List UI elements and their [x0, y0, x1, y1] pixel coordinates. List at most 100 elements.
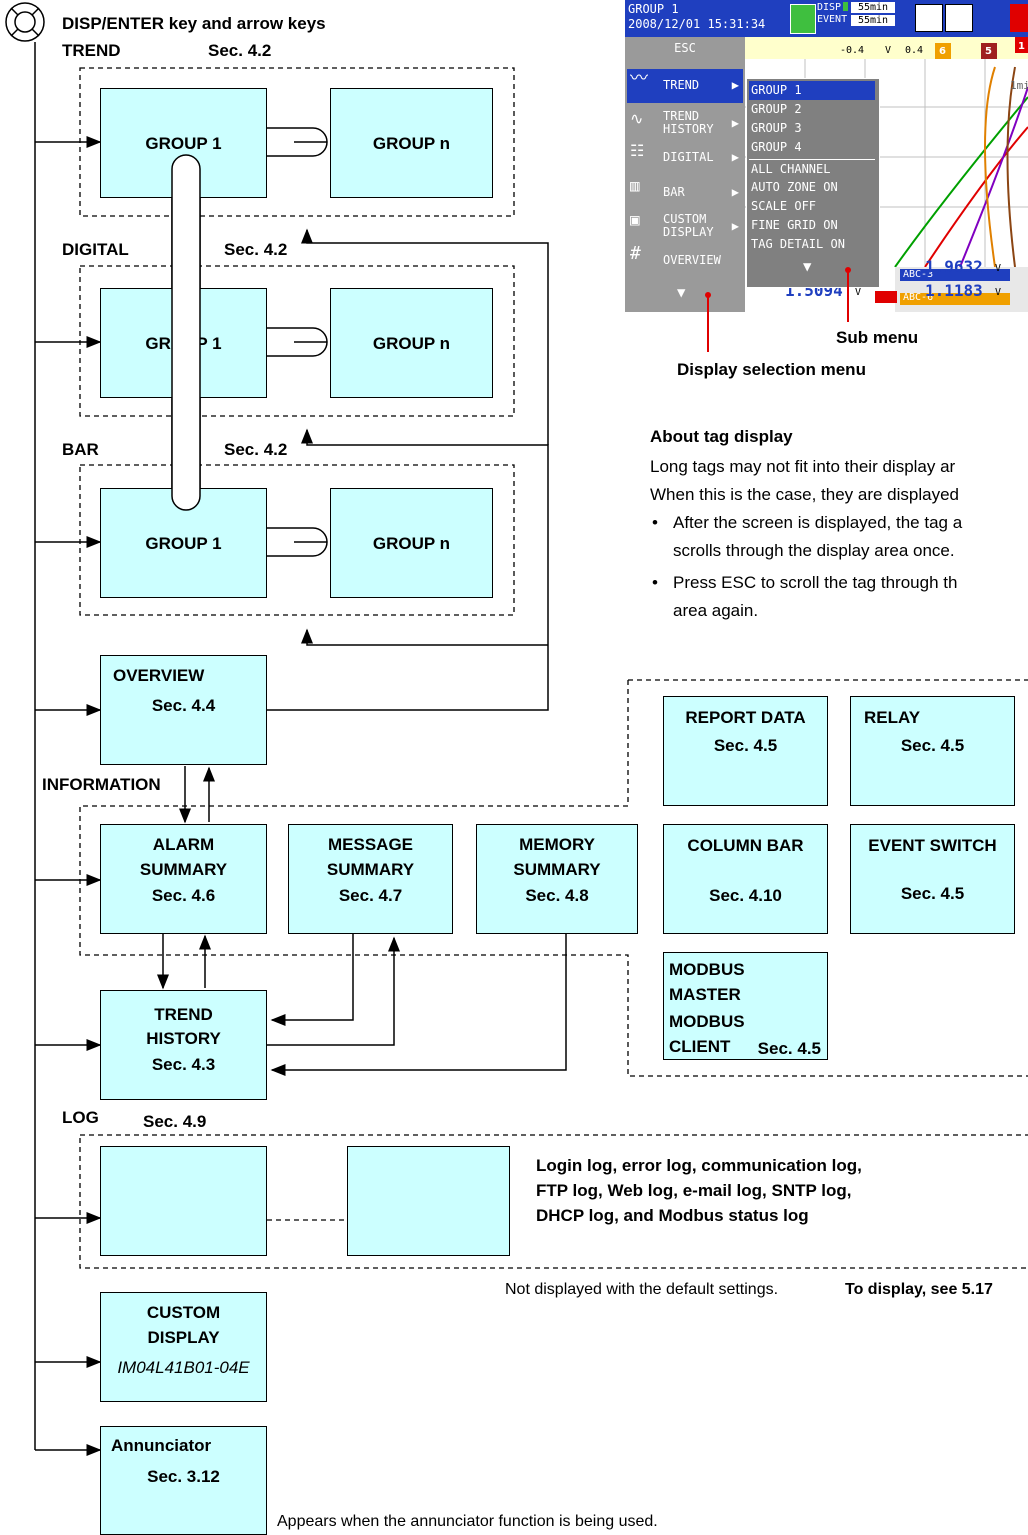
about-title: About tag display	[650, 427, 793, 447]
column-bar-box[interactable]: COLUMN BAR Sec. 4.10	[663, 824, 828, 934]
submenu-item[interactable]: GROUP 1	[749, 81, 875, 100]
trendhistory-sec: Sec. 4.3	[101, 1051, 266, 1078]
chevron-right-icon: ▶	[732, 151, 739, 164]
submenu-item[interactable]: ALL CHANNEL	[749, 159, 875, 178]
rate-label: 1min/div	[1010, 79, 1028, 92]
modbus-line3: MODBUS	[664, 1008, 827, 1035]
alarm-sec: Sec. 4.6	[101, 882, 266, 909]
readout-unit-1: V	[995, 263, 1001, 274]
menu-item-digital[interactable]: ☷ DIGITAL ▶	[627, 141, 743, 175]
annunciator-sec: Sec. 3.12	[101, 1463, 266, 1490]
overview-icon: #	[630, 247, 641, 260]
screen-event: EVENT	[817, 14, 847, 25]
log-last-box[interactable]	[347, 1146, 510, 1256]
custom-display-box[interactable]: CUSTOM DISPLAY IM04L41B01-04E	[100, 1292, 267, 1402]
sub-menu-callout: Sub menu	[836, 328, 918, 348]
custom-line1: CUSTOM	[101, 1299, 266, 1326]
screen-disp: DISP	[817, 2, 841, 13]
memory-sec: Sec. 4.8	[477, 882, 637, 909]
memory-icon	[790, 4, 816, 34]
scale-c: 0.4	[905, 45, 923, 56]
bullet-dot-1: •	[652, 509, 658, 537]
annunciator-note: Appears when the annunciator function is…	[277, 1513, 658, 1531]
digital-icon: ☷	[630, 144, 644, 157]
to-display-link[interactable]: To display, see 5.17	[845, 1281, 993, 1299]
bullet-dot-2: •	[652, 569, 658, 597]
trend-history-icon: ∿	[630, 112, 643, 125]
scale-a: -0.4	[840, 45, 864, 56]
readout-value-2: 1.1183	[925, 281, 983, 300]
scroll-down-icon[interactable]: ▼	[677, 285, 685, 301]
about-bullet2a: Press ESC to scroll the tag through th	[673, 569, 1028, 597]
message-sec: Sec. 4.7	[289, 882, 452, 909]
memory-summary-box[interactable]: MEMORY SUMMARY Sec. 4.8	[476, 824, 638, 934]
memory-line1: MEMORY	[477, 831, 637, 858]
menu-custom-l2: DISPLAY	[663, 226, 714, 239]
alarm-line2: SUMMARY	[101, 856, 266, 883]
log-title: LOG	[62, 1108, 99, 1128]
menu-item-bar[interactable]: ▥ BAR ▶	[627, 176, 743, 210]
columnbar-label: COLUMN BAR	[664, 832, 827, 859]
message-line2: SUMMARY	[289, 856, 452, 883]
display-selection-callout: Display selection menu	[677, 360, 866, 380]
log-first-box[interactable]	[100, 1146, 267, 1256]
submenu-item[interactable]: AUTO ZONE ON	[749, 178, 875, 197]
alarm-summary-box[interactable]: ALARM SUMMARY Sec. 4.6	[100, 824, 267, 934]
custom-ref: IM04L41B01-04E	[101, 1354, 266, 1381]
submenu-item[interactable]: SCALE OFF	[749, 197, 875, 216]
overview-box[interactable]: OVERVIEW Sec. 4.4	[100, 655, 267, 765]
camera-icon	[915, 4, 943, 32]
submenu-item[interactable]: TAG DETAIL ON	[749, 235, 875, 254]
trendhistory-line1: TREND	[101, 1001, 266, 1028]
submenu-item[interactable]: GROUP 4	[749, 138, 875, 157]
relay-sec: Sec. 4.5	[851, 732, 1014, 759]
disp-bar	[843, 2, 848, 11]
math-icon	[945, 4, 973, 32]
menu-trend-label: TREND	[663, 79, 699, 92]
readout-unit-3: V	[855, 287, 861, 298]
display-selection-menu[interactable]: ESC 〰 TREND ▶ ∿ TREND HISTORY ▶ ☷ DIGITA…	[625, 37, 745, 312]
menu-item-custom-display[interactable]: ▣ CUSTOM DISPLAY ▶	[627, 210, 743, 244]
scale-b: V	[885, 45, 891, 56]
sub-menu[interactable]: GROUP 1 GROUP 2 GROUP 3 GROUP 4 ALL CHAN…	[746, 78, 880, 288]
not-displayed-note: Not displayed with the default settings.	[505, 1281, 778, 1299]
submenu-item[interactable]: FINE GRID ON	[749, 216, 875, 235]
menu-item-overview[interactable]: # OVERVIEW	[627, 244, 743, 278]
columnbar-sec: Sec. 4.10	[664, 882, 827, 909]
submenu-scroll-down-icon[interactable]: ▼	[803, 259, 811, 275]
menu-item-trend-history[interactable]: ∿ TREND HISTORY ▶	[627, 107, 743, 141]
about-bullet2b: area again.	[673, 597, 758, 625]
custom-line2: DISPLAY	[101, 1324, 266, 1351]
overview-label: OVERVIEW	[101, 662, 266, 689]
menu-item-trend[interactable]: 〰 TREND ▶	[627, 69, 743, 103]
screen-datetime: 2008/12/01 15:31:34	[628, 17, 765, 31]
annunciator-label: Annunciator	[101, 1432, 266, 1459]
trendhistory-line2: HISTORY	[101, 1025, 266, 1052]
chevron-right-icon: ▶	[732, 220, 739, 233]
modbus-box[interactable]: MODBUS MASTER MODBUS CLIENT Sec. 4.5	[663, 952, 828, 1060]
annunciator-box[interactable]: Annunciator Sec. 3.12	[100, 1426, 267, 1535]
menu-bar-label: BAR	[663, 186, 685, 199]
report-label: REPORT DATA	[664, 704, 827, 731]
readout-unit-2: V	[995, 287, 1001, 298]
relay-box[interactable]: RELAY Sec. 4.5	[850, 696, 1015, 806]
event-switch-box[interactable]: EVENT SWITCH Sec. 4.5	[850, 824, 1015, 934]
marker-1: 1	[1018, 41, 1025, 52]
report-data-box[interactable]: REPORT DATA Sec. 4.5	[663, 696, 828, 806]
log-desc-line3: DHCP log, and Modbus status log	[536, 1206, 809, 1226]
trend-icon: 〰	[630, 72, 648, 85]
modbus-line1: MODBUS	[664, 956, 827, 983]
eventswitch-label: EVENT SWITCH	[851, 832, 1014, 859]
menu-trend-history-l2: HISTORY	[663, 123, 714, 136]
trend-history-box[interactable]: TREND HISTORY Sec. 4.3	[100, 990, 267, 1100]
custom-display-icon: ▣	[630, 213, 640, 226]
event-rate: 55min	[851, 15, 895, 26]
message-summary-box[interactable]: MESSAGE SUMMARY Sec. 4.7	[288, 824, 453, 934]
about-bullet1a: After the screen is displayed, the tag a	[673, 509, 1028, 537]
esc-button[interactable]: ESC	[625, 41, 745, 55]
report-sec: Sec. 4.5	[664, 732, 827, 759]
submenu-item[interactable]: GROUP 2	[749, 100, 875, 119]
recorder-screen: GROUP 1 2008/12/01 15:31:34 DISP EVENT 5…	[625, 0, 1028, 312]
submenu-item[interactable]: GROUP 3	[749, 119, 875, 138]
about-line1: Long tags may not fit into their display…	[650, 453, 1028, 481]
